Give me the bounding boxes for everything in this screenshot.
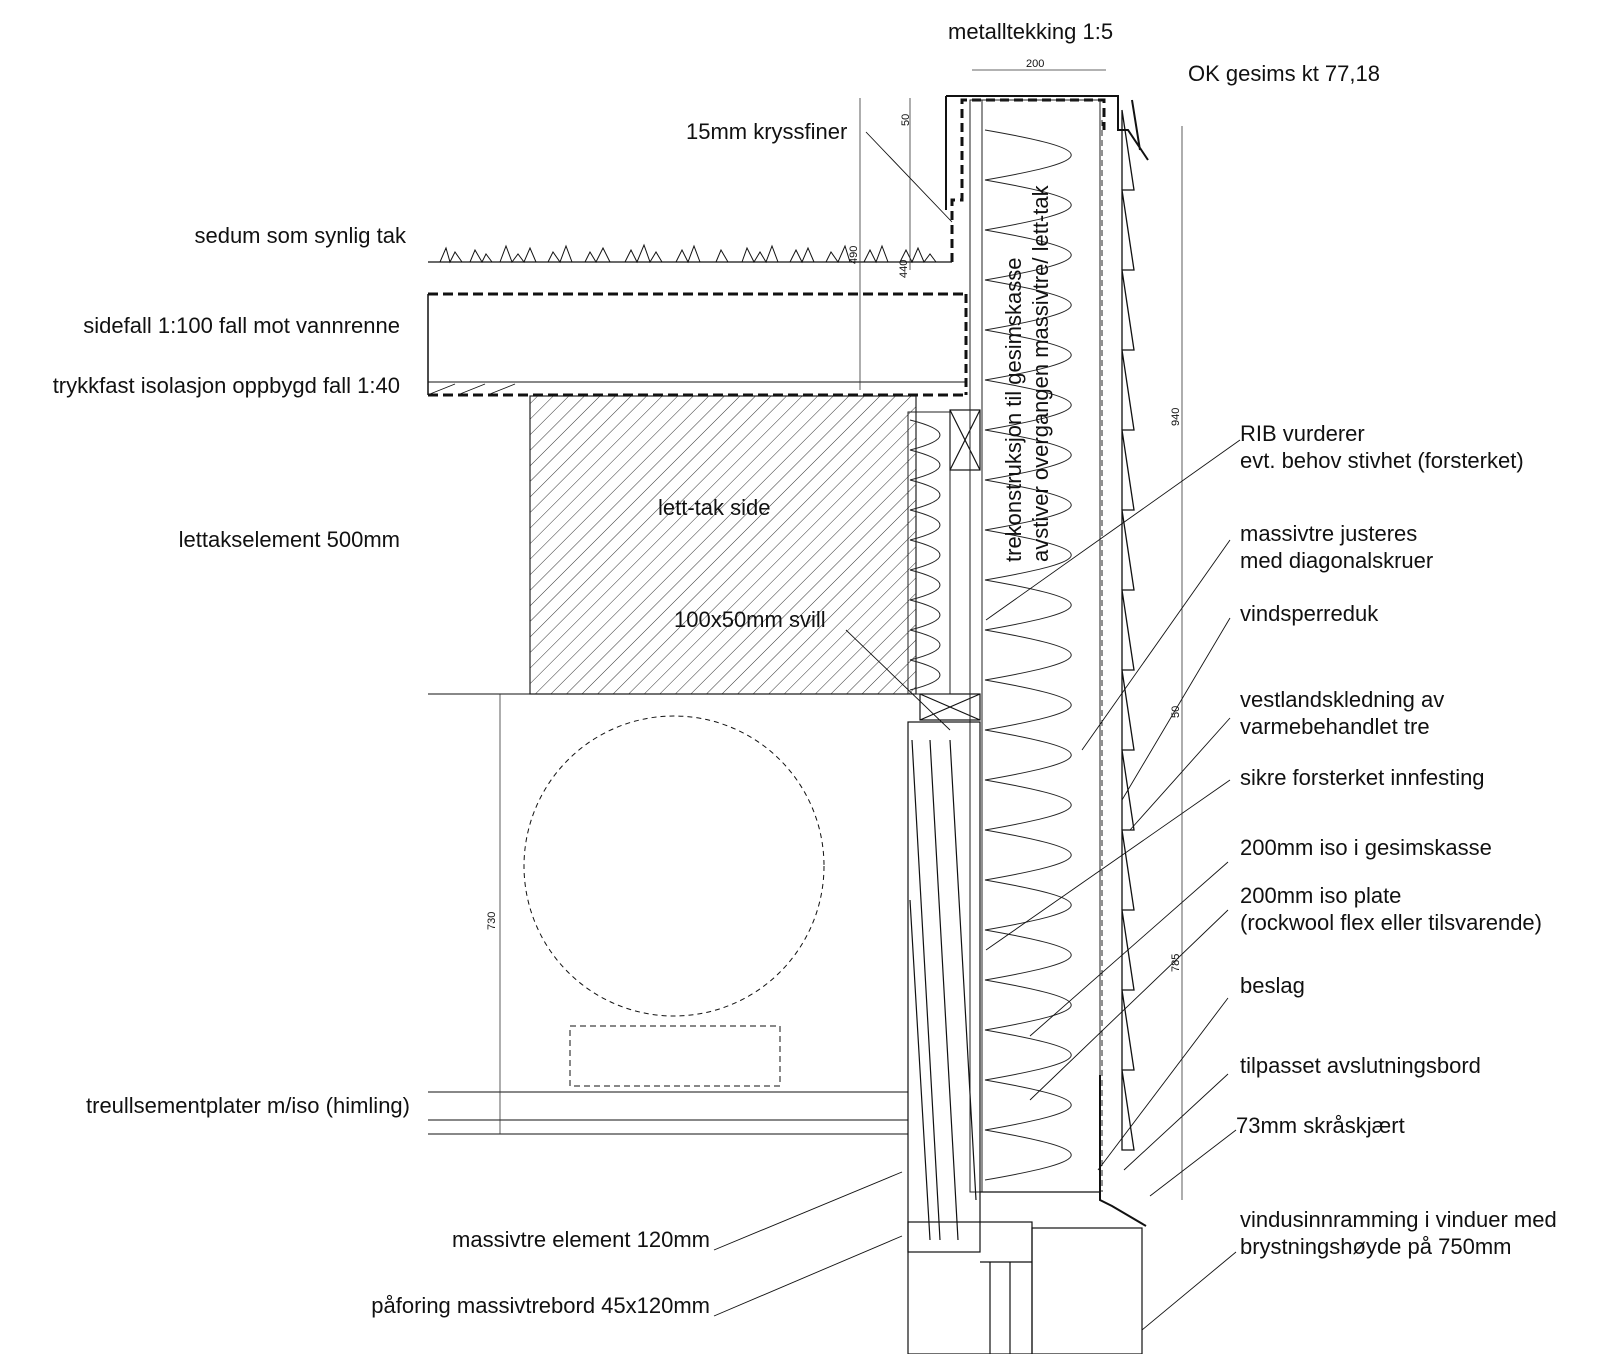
label-rib-line2: evt. behov stivhet (forsterket)	[1240, 448, 1524, 473]
label-trykkfast: trykkfast isolasjon oppbygd fall 1:40	[52, 373, 400, 398]
label-iso-plate-line1: 200mm iso plate	[1240, 883, 1402, 908]
dim-490: 490	[848, 245, 860, 264]
label-massivtre-justeres-line2: med diagonalskruer	[1240, 548, 1434, 573]
dim-50-top: 50	[900, 113, 912, 126]
metal-flashing	[945, 95, 1149, 210]
label-vindusinnramming-line2: brystningshøyde på 750mm	[1240, 1234, 1512, 1259]
label-massivtre-justeres-line1: massivtre justeres	[1240, 521, 1418, 546]
label-iso-plate-line2: (rockwool flex eller tilsvarende)	[1240, 910, 1542, 935]
label-kryssfiner: 15mm kryssfiner	[686, 119, 848, 144]
label-massivtre-element: massivtre element 120mm	[452, 1227, 710, 1252]
label-metalltekking: metalltekking 1:5	[948, 19, 1114, 44]
label-trekonstruksjon-line2: avstiver overgangen massivtre/ lett-tak	[1028, 185, 1053, 562]
dim-200: 200	[1026, 58, 1045, 70]
label-skraskjaert: 73mm skråskjært	[1236, 1113, 1405, 1138]
label-iso-gesims: 200mm iso i gesimskasse	[1240, 835, 1492, 860]
label-svill: 100x50mm svill	[674, 607, 826, 632]
dim-730: 730	[486, 911, 498, 930]
window-frame	[907, 1075, 1147, 1354]
gesims-insulation	[969, 99, 1103, 1193]
dim-440: 440	[898, 259, 910, 278]
insulation-left	[907, 411, 951, 695]
label-sedum: sedum som synlig tak	[194, 223, 406, 248]
label-rib-line1: RIB vurderer	[1240, 421, 1365, 446]
label-avslutningsbord: tilpasset avslutningsbord	[1240, 1053, 1481, 1078]
dim-50-mid: 50	[1170, 705, 1182, 718]
roof-membrane	[950, 98, 1106, 395]
dimension-lines	[499, 69, 1183, 1200]
label-treullsement: treullsementplater m/iso (himling)	[86, 1093, 410, 1118]
label-rib: RIB vurderer evt. behov stivhet (forster…	[1240, 420, 1524, 474]
label-vindusinnramming-line1: vindusinnramming i vinduer med	[1240, 1207, 1557, 1232]
lettak-element	[529, 395, 917, 695]
leader-lines	[713, 131, 1241, 1331]
sedum-grass	[439, 243, 937, 264]
label-sikre: sikre forsterket innfesting	[1240, 765, 1485, 790]
ceiling	[428, 693, 908, 1135]
label-lett-tak-side: lett-tak side	[658, 495, 771, 520]
label-vestlandskledning: vestlandskledning av varmebehandlet tre	[1240, 686, 1444, 740]
dim-940: 940	[1170, 407, 1182, 426]
label-paforing: påforing massivtrebord 45x120mm	[371, 1293, 710, 1318]
label-trekonstruksjon-line1: trekonstruksjon til gesimskasse	[1001, 257, 1026, 562]
label-ok-gesims: OK gesims kt 77,18	[1188, 61, 1380, 86]
massivtre-wall	[907, 721, 981, 1253]
label-sidefall: sidefall 1:100 fall mot vannrenne	[83, 313, 400, 338]
label-vindsperreduk: vindsperreduk	[1240, 601, 1379, 626]
label-vestlandskledning-line1: vestlandskledning av	[1240, 687, 1445, 712]
label-trekonstruksjon: trekonstruksjon til gesimskasse avstiver…	[1000, 185, 1054, 562]
dim-785: 785	[1170, 953, 1182, 972]
label-lettakselement: lettakselement 500mm	[178, 527, 400, 552]
label-iso-plate: 200mm iso plate (rockwool flex eller til…	[1240, 882, 1542, 936]
label-vindusinnramming: vindusinnramming i vinduer med brystning…	[1240, 1206, 1557, 1260]
label-vestlandskledning-line2: varmebehandlet tre	[1240, 714, 1430, 739]
label-beslag: beslag	[1240, 973, 1305, 998]
label-massivtre-justeres: massivtre justeres med diagonalskruer	[1240, 520, 1433, 574]
cladding	[1121, 109, 1135, 1151]
roof-buildup	[427, 261, 966, 397]
